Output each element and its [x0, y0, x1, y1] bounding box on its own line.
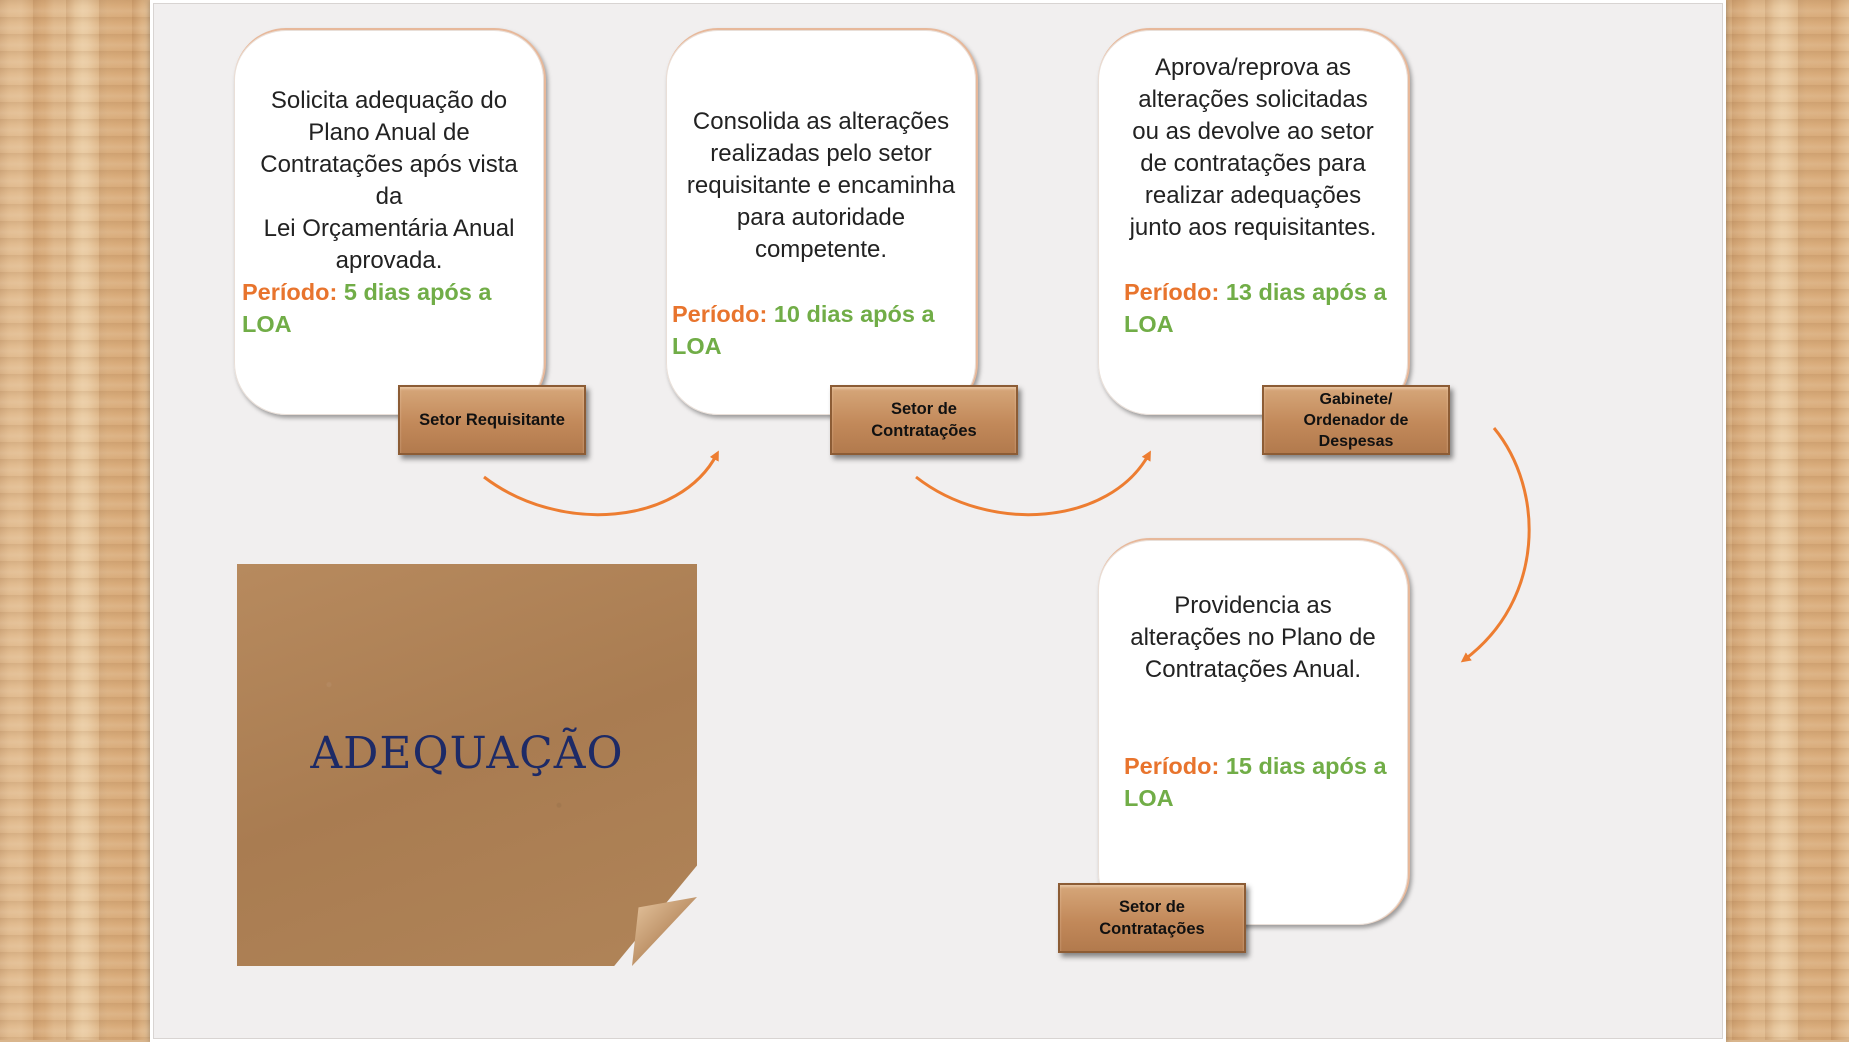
- step-1-description: Solicita adequação do Plano Anual de Con…: [260, 87, 518, 274]
- arrow-step3-to-step4: [1460, 427, 1531, 663]
- step-4-description: Providencia as alterações no Plano de Co…: [1130, 592, 1376, 683]
- step-4-sector-tag: Setor de Contratações: [1058, 883, 1246, 953]
- step-3-description: Aprova/reprova as alterações solicitadas…: [1129, 54, 1377, 241]
- step-2-period-value: 10 dias após a LOA: [672, 301, 935, 359]
- kraft-paper-note: [237, 564, 697, 966]
- arrow-step1-to-step2: [483, 450, 719, 517]
- step-1-period-label: Período:: [242, 279, 338, 305]
- step-1-period: Período: 5 dias após a LOA: [242, 276, 538, 340]
- step-1-period-value: 5 dias após a LOA: [242, 279, 492, 337]
- step-3-period: Período: 13 dias após a LOA: [1124, 276, 1394, 340]
- step-2-period-label: Período:: [672, 301, 768, 327]
- step-2-period: Período: 10 dias após a LOA: [672, 298, 942, 362]
- step-card-4: Providencia as alterações no Plano de Co…: [1098, 538, 1410, 925]
- step-1-sector-tag: Setor Requisitante: [398, 385, 586, 455]
- step-2-sector-tag: Setor de Contratações: [830, 385, 1018, 455]
- wood-frame-left: [0, 0, 150, 1040]
- step-2-description: Consolida as alterações realizadas pelo …: [686, 108, 956, 263]
- step-card-1: Solicita adequação do Plano Anual de Con…: [234, 28, 546, 415]
- step-4-period: Período: 15 dias após a LOA: [1124, 750, 1394, 814]
- step-card-2: Consolida as alterações realizadas pelo …: [666, 28, 978, 415]
- step-card-3: Aprova/reprova as alterações solicitadas…: [1098, 28, 1410, 415]
- step-3-period-label: Período:: [1124, 279, 1220, 305]
- note-title: ADEQUAÇÃO: [310, 728, 624, 779]
- step-4-period-label: Período:: [1124, 753, 1220, 779]
- step-3-period-value: 13 dias após a LOA: [1124, 279, 1387, 337]
- step-4-period-value: 15 dias após a LOA: [1124, 753, 1387, 811]
- step-3-sector-tag: Gabinete/ Ordenador de Despesas: [1262, 385, 1450, 455]
- arrow-step2-to-step3: [915, 450, 1151, 517]
